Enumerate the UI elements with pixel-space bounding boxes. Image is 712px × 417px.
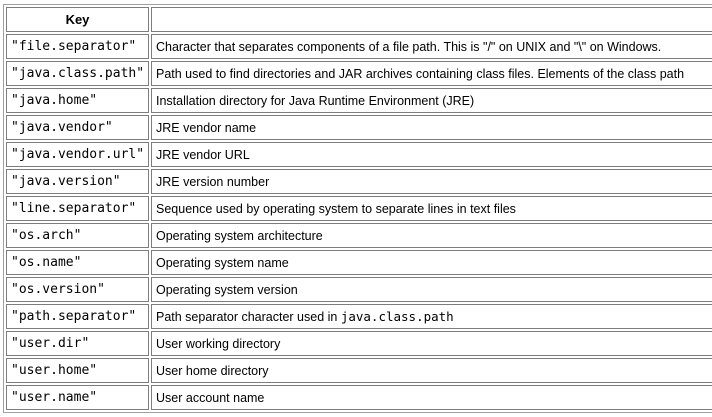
- description-column-header: [151, 7, 712, 32]
- system-properties-table: Key "file.separator" Character that sepa…: [3, 4, 712, 413]
- table-row: "path.separator" Path separator characte…: [6, 304, 712, 329]
- property-key: "os.name": [6, 250, 149, 275]
- property-key: "os.arch": [6, 223, 149, 248]
- property-description: Character that separates components of a…: [151, 34, 712, 59]
- table-row: "os.name" Operating system name: [6, 250, 712, 275]
- table-row: "file.separator" Character that separate…: [6, 34, 712, 59]
- property-description: JRE vendor name: [151, 115, 712, 140]
- property-description: User account name: [151, 385, 712, 410]
- table-row: "user.name" User account name: [6, 385, 712, 410]
- property-description: Installation directory for Java Runtime …: [151, 88, 712, 113]
- table-row: "user.dir" User working directory: [6, 331, 712, 356]
- property-key: "java.class.path": [6, 61, 149, 86]
- table-row: "java.vendor" JRE vendor name: [6, 115, 712, 140]
- property-key: "line.separator": [6, 196, 149, 221]
- property-description: Operating system name: [151, 250, 712, 275]
- table-row: "user.home" User home directory: [6, 358, 712, 383]
- table-row: "java.class.path" Path used to find dire…: [6, 61, 712, 86]
- table-row: "line.separator" Sequence used by operat…: [6, 196, 712, 221]
- table-row: "os.arch" Operating system architecture: [6, 223, 712, 248]
- property-description: JRE version number: [151, 169, 712, 194]
- table-row: "java.version" JRE version number: [6, 169, 712, 194]
- property-key: "file.separator": [6, 34, 149, 59]
- property-key: "user.dir": [6, 331, 149, 356]
- property-key: "java.version": [6, 169, 149, 194]
- description-text: Path separator character used in: [156, 310, 341, 324]
- table-row: "os.version" Operating system version: [6, 277, 712, 302]
- table-row: "java.vendor.url" JRE vendor URL: [6, 142, 712, 167]
- property-description: Operating system architecture: [151, 223, 712, 248]
- property-key: "user.name": [6, 385, 149, 410]
- property-description: JRE vendor URL: [151, 142, 712, 167]
- property-key: "java.vendor": [6, 115, 149, 140]
- property-key: "os.version": [6, 277, 149, 302]
- table-header-row: Key: [6, 7, 712, 32]
- property-key: "path.separator": [6, 304, 149, 329]
- property-description: User working directory: [151, 331, 712, 356]
- table-row: "java.home" Installation directory for J…: [6, 88, 712, 113]
- property-description: Path used to find directories and JAR ar…: [151, 61, 712, 86]
- inline-code: java.class.path: [340, 309, 454, 324]
- property-description: Operating system version: [151, 277, 712, 302]
- property-description: User home directory: [151, 358, 712, 383]
- key-column-header: Key: [6, 7, 149, 32]
- property-key: "java.vendor.url": [6, 142, 149, 167]
- property-key: "user.home": [6, 358, 149, 383]
- property-description: Path separator character used in java.cl…: [151, 304, 712, 329]
- property-description: Sequence used by operating system to sep…: [151, 196, 712, 221]
- property-key: "java.home": [6, 88, 149, 113]
